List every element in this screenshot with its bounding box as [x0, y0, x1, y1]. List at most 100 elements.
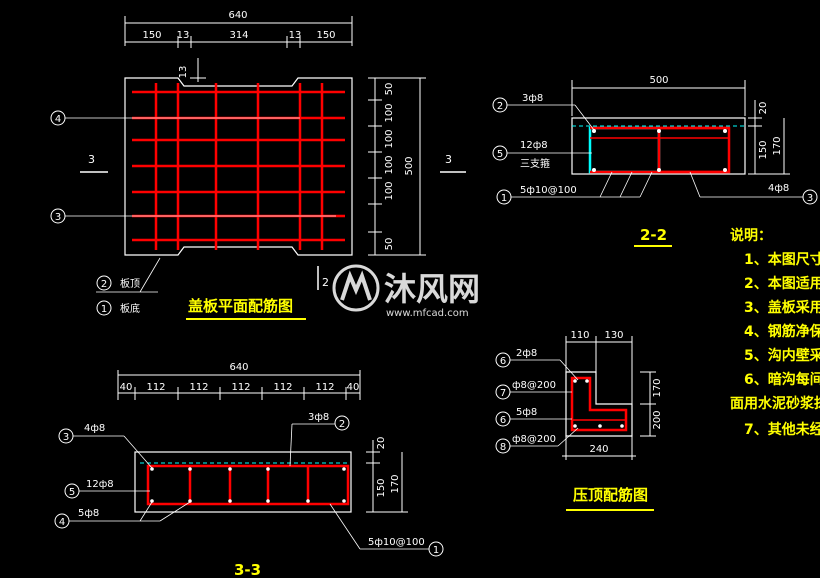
svg-text:5: 5 — [497, 149, 503, 160]
plan-section-mark-2: 2 — [322, 276, 329, 289]
mf-logo-icon — [332, 264, 380, 312]
s22-callout-5: 5 12ф8 三支箍 — [492, 140, 592, 170]
s22-callout-3: 3 4ф8 — [689, 171, 818, 205]
s33-dim-w-4: 112 — [273, 382, 292, 393]
plan-dim-w-1: 13 — [177, 30, 190, 41]
notes-item-0: 1、本图尺寸 — [744, 251, 820, 268]
s33-dim-w-3: 112 — [231, 382, 250, 393]
plan-label-top: 板顶 — [120, 277, 140, 290]
plan-dim-h-4: 100 — [384, 181, 395, 200]
svg-text:5ф8: 5ф8 — [78, 508, 99, 519]
s33-callout-1: 1 5ф10@100 — [329, 503, 444, 557]
s33-title: 3-3 — [234, 561, 261, 578]
coping-dim-h-0: 170 — [652, 378, 663, 397]
plan-section-mark-right: 3 — [445, 153, 452, 166]
s33-rebar-cage — [146, 464, 350, 506]
plan-dim-w-3: 13 — [289, 30, 302, 41]
coping-callout-7: 7 ф8@200 — [495, 380, 572, 400]
s22-dim-total-height: 170 — [772, 136, 783, 155]
s33-callout-2: 2 3ф8 — [289, 412, 350, 467]
svg-text:12ф8: 12ф8 — [86, 479, 114, 490]
coping-dim-w-0: 110 — [570, 330, 589, 341]
s22-callout-1: 1 5ф10@100 — [496, 171, 653, 205]
plan-dim-h-2: 100 — [384, 129, 395, 148]
svg-text:1: 1 — [433, 545, 439, 556]
svg-text:12ф8: 12ф8 — [520, 140, 548, 151]
svg-text:5ф10@100: 5ф10@100 — [520, 185, 577, 196]
svg-text:3: 3 — [63, 432, 69, 443]
coping-title: 压顶配筋图 — [573, 486, 648, 504]
svg-text:6: 6 — [500, 356, 506, 367]
s33-dim-total-width: 640 — [229, 362, 248, 373]
svg-text:4ф8: 4ф8 — [84, 423, 105, 434]
plan-dim-h-5: 50 — [384, 238, 395, 251]
plan-label-bottom: 板底 — [120, 302, 140, 315]
s33-dim-total-height: 170 — [390, 474, 401, 493]
coping-dim-w-1: 130 — [604, 330, 623, 341]
svg-text:1: 1 — [101, 304, 107, 315]
svg-text:3: 3 — [55, 212, 61, 223]
s33-dim-w-6: 40 — [347, 382, 360, 393]
plan-dim-total-width: 640 — [228, 10, 247, 21]
svg-text:ф8@200: ф8@200 — [512, 380, 556, 391]
plan-callout-1: 1 板底 — [96, 300, 140, 316]
notes: 说明： 1、本图尺寸 2、本图适用 3、盖板采用 4、钢筋净保 5、沟内壁采 6… — [730, 227, 820, 438]
svg-text:4: 4 — [55, 114, 61, 125]
notes-item-2: 3、盖板采用 — [744, 299, 820, 316]
section-2-2: 500 20 150 170 2 3ф8 5 12ф8 — [492, 75, 818, 247]
coping-callout-6a: 6 2ф8 — [495, 348, 579, 381]
coping-dim-h-1: 200 — [652, 410, 663, 429]
notes-item-5: 6、暗沟每间 — [744, 371, 820, 388]
notes-item-6: 面用水泥砂浆抹 — [730, 395, 820, 412]
coping-dim-total-width: 240 — [589, 444, 608, 455]
svg-text:7: 7 — [500, 388, 506, 399]
svg-text:3: 3 — [807, 193, 813, 204]
svg-text:5ф10@100: 5ф10@100 — [368, 537, 425, 548]
svg-text:5ф8: 5ф8 — [516, 407, 537, 418]
s33-callout-3: 3 4ф8 — [58, 423, 153, 469]
svg-text:2ф8: 2ф8 — [516, 348, 537, 359]
plan-rebar-grid — [132, 83, 345, 250]
s33-dim-w-0: 40 — [120, 382, 133, 393]
notes-item-4: 5、沟内壁采 — [744, 347, 820, 364]
s33-callout-4: 4 5ф8 — [54, 501, 191, 529]
coping-detail: 110 130 170 200 240 6 2ф8 7 ф8@200 — [495, 330, 663, 511]
s33-callout-5: 5 12ф8 — [64, 479, 150, 499]
notes-heading: 说明： — [730, 227, 772, 244]
svg-text:6: 6 — [500, 415, 506, 426]
svg-text:4ф8: 4ф8 — [768, 183, 789, 194]
plan-dim-w-4: 150 — [316, 30, 335, 41]
s22-dim-h-0: 20 — [758, 102, 769, 115]
svg-text:1: 1 — [501, 193, 507, 204]
s22-callout-2: 2 3ф8 — [492, 93, 595, 131]
plan-dim-h-1: 100 — [384, 103, 395, 122]
plan-callout-2: 2 板顶 — [96, 257, 161, 293]
plan-dim-w-2: 314 — [229, 30, 248, 41]
s33-dim-w-1: 112 — [146, 382, 165, 393]
s33-dim-h-0: 20 — [376, 437, 387, 450]
coping-callout-6b: 6 5ф8 — [495, 407, 572, 427]
plan-section-mark-left: 3 — [88, 153, 95, 166]
plan-dim-h-0: 50 — [384, 83, 395, 96]
plan-dim-h-3: 100 — [384, 155, 395, 174]
plan-view: 640 150 13 314 13 150 13 — [50, 10, 466, 320]
svg-text:8: 8 — [500, 442, 506, 453]
s33-dim-h-1: 150 — [376, 478, 387, 497]
s33-dim-w-2: 112 — [189, 382, 208, 393]
s22-title: 2-2 — [640, 226, 667, 244]
svg-text:2: 2 — [497, 101, 503, 112]
svg-text:2: 2 — [101, 279, 107, 290]
plan-callout-4: 4 — [50, 110, 300, 126]
svg-text:三支箍: 三支箍 — [520, 157, 550, 170]
plan-callout-3: 3 — [50, 208, 336, 224]
s22-dim-h-1: 150 — [758, 140, 769, 159]
notes-item-3: 4、钢筋净保 — [744, 323, 820, 340]
watermark-url: www.mfcad.com — [386, 308, 469, 319]
plan-dim-total-height: 500 — [404, 156, 415, 175]
notes-item-1: 2、本图适用 — [744, 275, 820, 292]
svg-text:2: 2 — [339, 419, 345, 430]
plan-dim-w-0: 150 — [142, 30, 161, 41]
coping-callout-8: 8 ф8@200 — [495, 427, 579, 454]
svg-text:4: 4 — [59, 517, 65, 528]
